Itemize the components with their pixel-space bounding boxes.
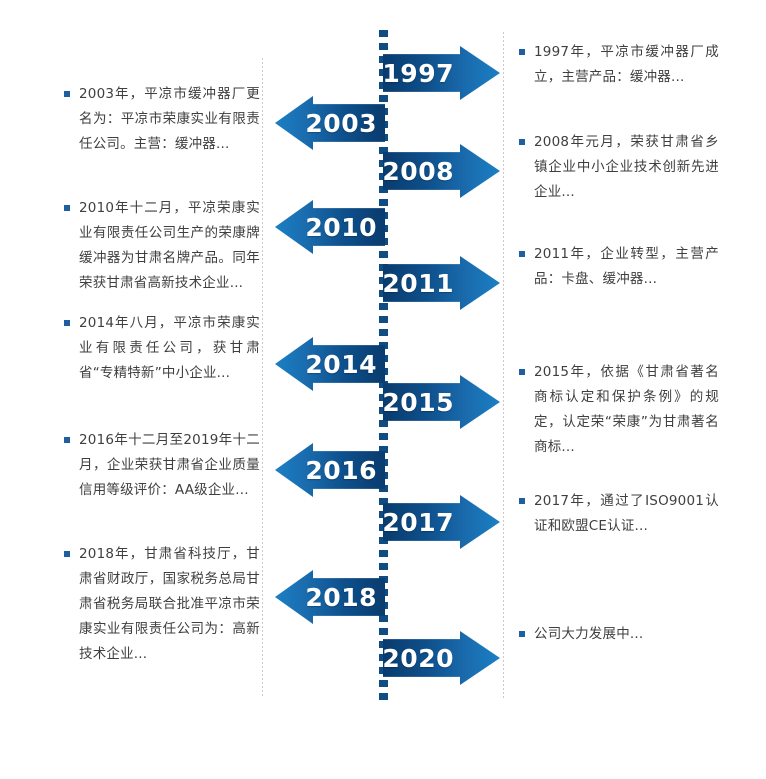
timeline-entry-2016: 2016年十二月至2019年十二月，企业荣获甘肃省企业质量信用等级评价：AA级企… bbox=[64, 428, 260, 503]
timeline-arrow-2014[interactable]: 2014 bbox=[275, 337, 385, 391]
timeline-entry-text: 公司大力发展中... bbox=[534, 626, 644, 642]
timeline-entry-text: 2017年，通过了ISO9001认证和欧盟CE认证... bbox=[534, 493, 719, 534]
timeline-entry-text: 2003年，平凉市缓冲器厂更名为：平凉市荣康实业有限责任公司。主营：缓冲器... bbox=[79, 86, 260, 152]
timeline-arrow-2017[interactable]: 2017 bbox=[383, 495, 500, 549]
timeline-year-label-1997: 1997 bbox=[382, 58, 454, 88]
timeline-arrow-2010[interactable]: 2010 bbox=[275, 200, 385, 254]
timeline-year-label-2015: 2015 bbox=[382, 387, 454, 417]
timeline-year-label-2020: 2020 bbox=[382, 643, 454, 673]
bullet-square-icon bbox=[64, 91, 70, 97]
timeline-arrow-2018[interactable]: 2018 bbox=[275, 570, 385, 624]
timeline-entry-2010: 2010年十二月，平凉荣康实业有限责任公司生产的荣康牌缓冲器为甘肃名牌产品。同年… bbox=[64, 196, 260, 296]
bullet-square-icon bbox=[519, 49, 525, 55]
timeline-entry-2014: 2014年八月，平凉市荣康实业有限责任公司，获甘肃省“专精特新”中小企业... bbox=[64, 311, 260, 386]
timeline-year-label-2008: 2008 bbox=[382, 156, 454, 186]
timeline-year-label-2017: 2017 bbox=[382, 507, 454, 537]
timeline-arrow-2011[interactable]: 2011 bbox=[383, 256, 500, 310]
bullet-square-icon bbox=[64, 437, 70, 443]
timeline-arrow-2016[interactable]: 2016 bbox=[275, 443, 385, 497]
timeline-year-label-2003: 2003 bbox=[305, 108, 377, 138]
timeline-entry-text: 2011年，企业转型，主营产品：卡盘、缓冲器... bbox=[534, 246, 719, 287]
timeline-entry-2020: 公司大力发展中... bbox=[519, 622, 719, 647]
timeline-year-label-2014: 2014 bbox=[305, 349, 377, 379]
left-column-divider bbox=[262, 58, 263, 698]
bullet-square-icon bbox=[64, 205, 70, 211]
timeline-arrow-2008[interactable]: 2008 bbox=[383, 144, 500, 198]
timeline-entry-text: 1997年，平凉市缓冲器厂成立，主营产品：缓冲器... bbox=[534, 44, 719, 85]
timeline-entry-2011: 2011年，企业转型，主营产品：卡盘、缓冲器... bbox=[519, 242, 719, 292]
timeline-entry-2017: 2017年，通过了ISO9001认证和欧盟CE认证... bbox=[519, 489, 719, 539]
timeline-entry-text: 2018年，甘肃省科技厅，甘肃省财政厅，国家税务总局甘肃省税务局联合批准平凉市荣… bbox=[79, 546, 260, 662]
timeline-arrow-2015[interactable]: 2015 bbox=[383, 375, 500, 429]
timeline-entry-2018: 2018年，甘肃省科技厅，甘肃省财政厅，国家税务总局甘肃省税务局联合批准平凉市荣… bbox=[64, 542, 260, 667]
timeline-entry-2008: 2008年元月，荣获甘肃省乡镇企业中小企业技术创新先进企业... bbox=[519, 130, 719, 205]
timeline-entry-2003: 2003年，平凉市缓冲器厂更名为：平凉市荣康实业有限责任公司。主营：缓冲器... bbox=[64, 82, 260, 157]
timeline-entry-1997: 1997年，平凉市缓冲器厂成立，主营产品：缓冲器... bbox=[519, 40, 719, 90]
timeline-entry-text: 2016年十二月至2019年十二月，企业荣获甘肃省企业质量信用等级评价：AA级企… bbox=[79, 432, 260, 498]
timeline-year-label-2011: 2011 bbox=[382, 268, 454, 298]
timeline-arrow-2003[interactable]: 2003 bbox=[275, 96, 385, 150]
timeline-arrow-2020[interactable]: 2020 bbox=[383, 631, 500, 685]
bullet-square-icon bbox=[519, 139, 525, 145]
timeline-year-label-2018: 2018 bbox=[305, 582, 377, 612]
timeline-entry-2015: 2015年，依据《甘肃省著名商标认定和保护条例》的规定，认定荣“荣康”为甘肃著名… bbox=[519, 360, 719, 460]
timeline-year-label-2016: 2016 bbox=[305, 455, 377, 485]
timeline-entry-text: 2010年十二月，平凉荣康实业有限责任公司生产的荣康牌缓冲器为甘肃名牌产品。同年… bbox=[79, 200, 260, 291]
timeline-entry-text: 2015年，依据《甘肃省著名商标认定和保护条例》的规定，认定荣“荣康”为甘肃著名… bbox=[534, 364, 719, 455]
timeline-arrow-1997[interactable]: 1997 bbox=[383, 46, 500, 100]
timeline-year-label-2010: 2010 bbox=[305, 212, 377, 242]
bullet-square-icon bbox=[519, 251, 525, 257]
bullet-square-icon bbox=[64, 551, 70, 557]
bullet-square-icon bbox=[519, 498, 525, 504]
bullet-square-icon bbox=[519, 631, 525, 637]
right-column-divider bbox=[503, 32, 504, 698]
timeline-entry-text: 2014年八月，平凉市荣康实业有限责任公司，获甘肃省“专精特新”中小企业... bbox=[79, 315, 260, 381]
bullet-square-icon bbox=[64, 320, 70, 326]
bullet-square-icon bbox=[519, 369, 525, 375]
timeline-entry-text: 2008年元月，荣获甘肃省乡镇企业中小企业技术创新先进企业... bbox=[534, 134, 719, 200]
